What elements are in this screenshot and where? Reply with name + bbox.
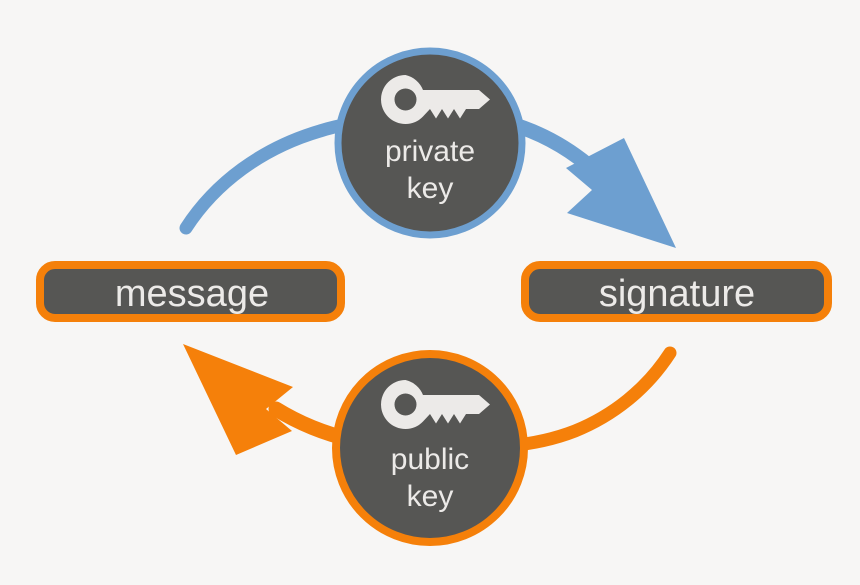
sign-arrow-head	[566, 138, 676, 248]
key-icon	[381, 75, 490, 124]
signature-box[interactable]	[521, 261, 832, 322]
verify-arrow-tail	[501, 346, 677, 453]
public-key-label-line1: public	[391, 443, 469, 476]
key-icon	[381, 380, 490, 429]
public-key-label-line2: key	[407, 480, 454, 513]
private-key-node[interactable]: private key	[334, 47, 526, 239]
signature-label: signature	[599, 273, 755, 315]
private-key-label-line1: private	[385, 135, 475, 168]
verify-arrow-head	[183, 344, 293, 455]
private-key-label-line2: key	[407, 172, 454, 205]
signature-node[interactable]: signature	[521, 261, 832, 322]
message-node[interactable]: message	[36, 261, 345, 322]
message-label: message	[115, 273, 269, 315]
public-key-node[interactable]: public key	[332, 350, 528, 546]
message-box[interactable]	[36, 261, 345, 322]
